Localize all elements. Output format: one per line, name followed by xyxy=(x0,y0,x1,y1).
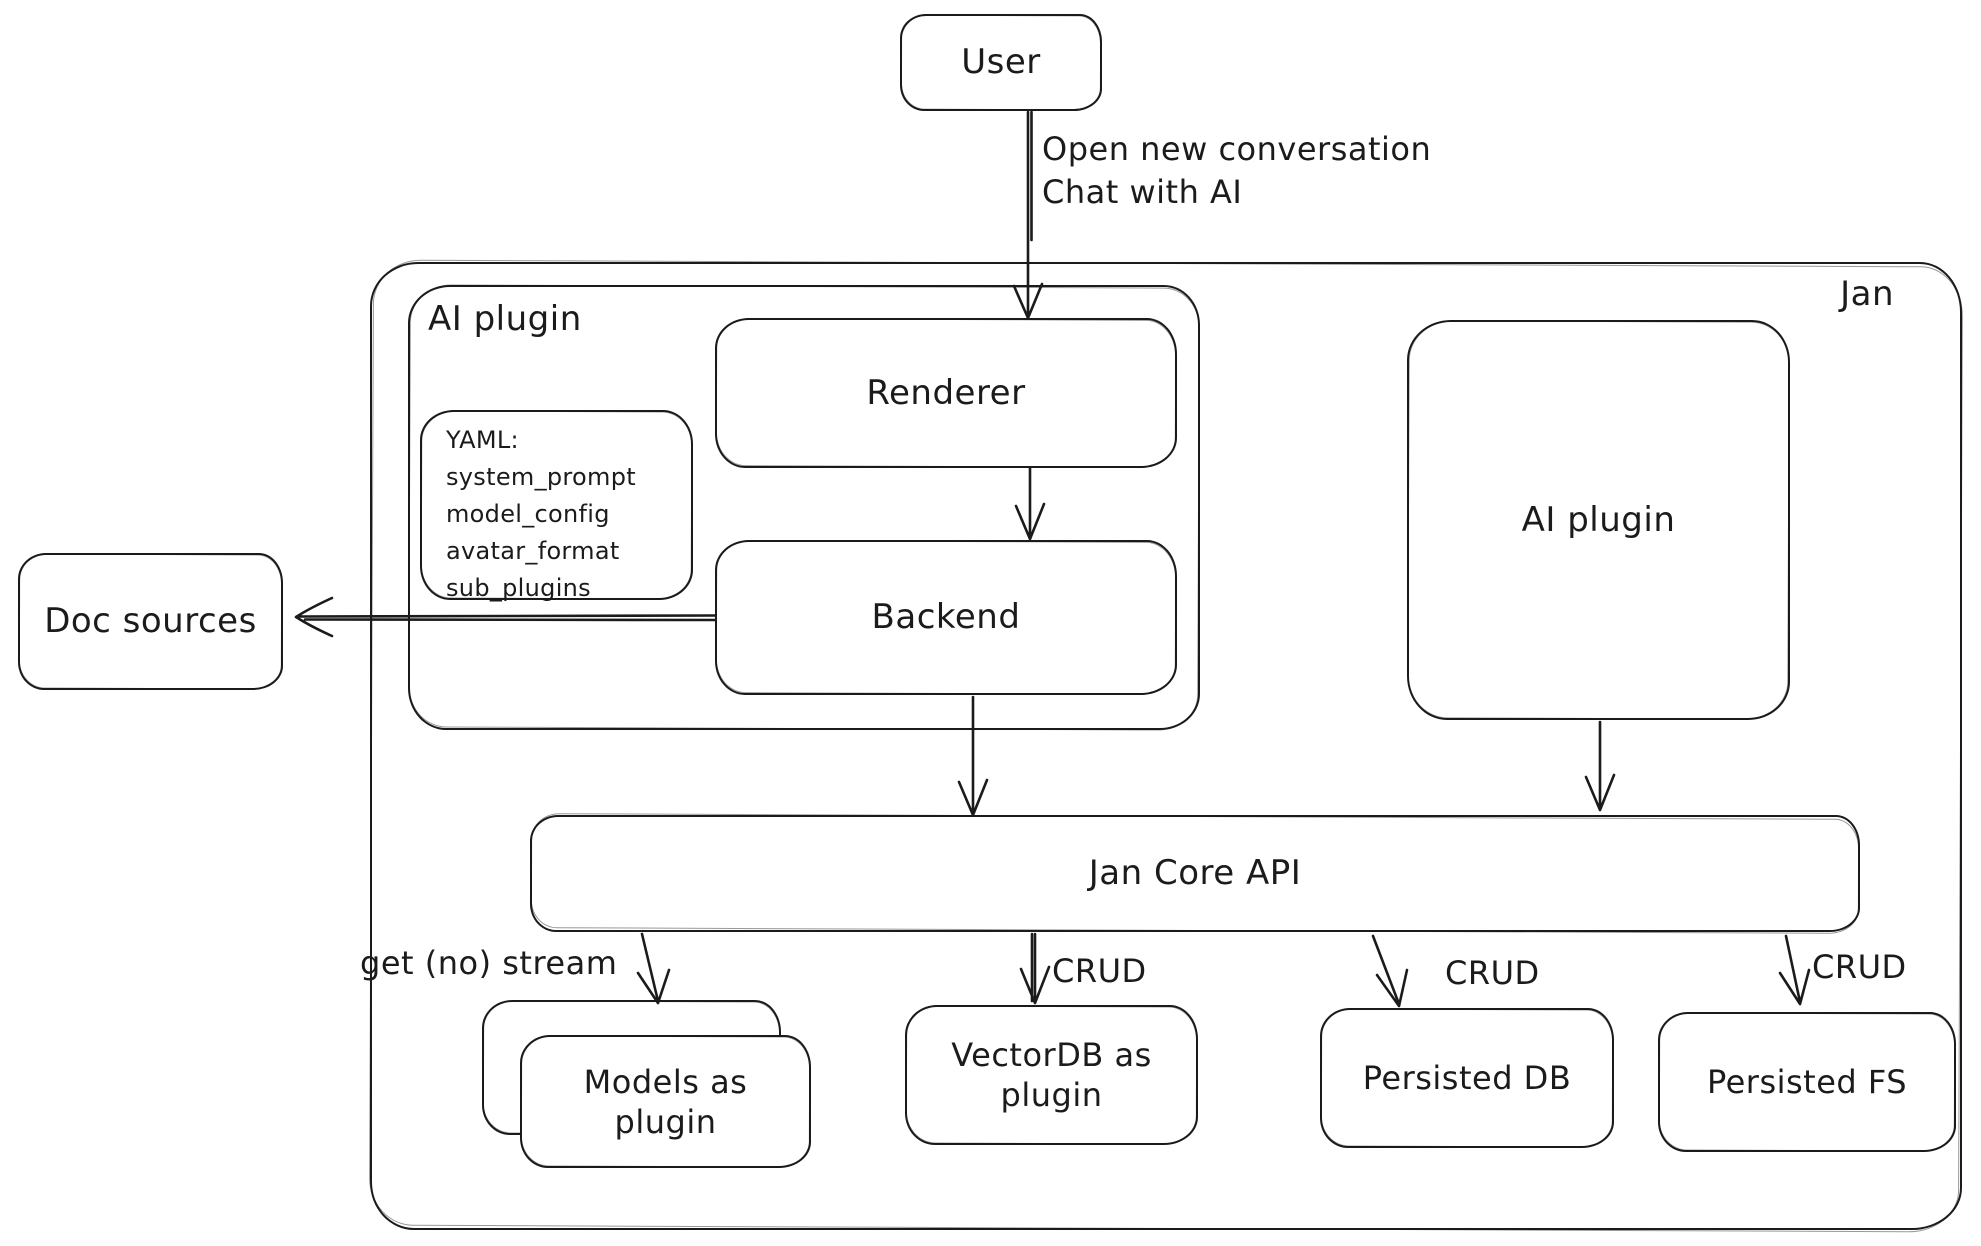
jan-core-api-node: Jan Core API xyxy=(530,815,1860,932)
persisted-fs-node: Persisted FS xyxy=(1658,1012,1956,1152)
doc-sources-node: Doc sources xyxy=(18,553,283,690)
yaml-note-line: model_config xyxy=(446,500,610,528)
yaml-note: YAML: system_prompt model_config avatar_… xyxy=(420,410,693,602)
doc-sources-node-label: Doc sources xyxy=(44,601,257,642)
yaml-note-line: sub_plugins xyxy=(446,574,591,602)
edge-label-user-renderer: Open new conversation Chat with AI xyxy=(1042,128,1431,214)
jan-container-label: Jan xyxy=(1840,274,1894,314)
persisted-db-node-label: Persisted DB xyxy=(1362,1059,1572,1097)
edge-label-user-renderer-line1: Open new conversation xyxy=(1042,130,1432,168)
ai-plugin-right-node: AI plugin xyxy=(1407,320,1790,720)
ai-plugin-right-node-label: AI plugin xyxy=(1521,499,1676,540)
jan-core-api-node-label: Jan Core API xyxy=(1088,853,1302,894)
models-plugin-node-label: Models as plugin xyxy=(583,1062,748,1141)
user-node-label: User xyxy=(961,42,1041,83)
backend-node-label: Backend xyxy=(871,597,1021,638)
vectordb-node: VectorDB as plugin xyxy=(905,1005,1198,1145)
user-node: User xyxy=(900,14,1102,111)
edge-label-crud-vectordb: CRUD xyxy=(1052,952,1147,990)
yaml-note-line: system_prompt xyxy=(446,463,636,491)
edge-label-crud-persisted-db: CRUD xyxy=(1445,954,1540,992)
vectordb-node-label: VectorDB as plugin xyxy=(951,1036,1152,1114)
yaml-note-text: YAML: system_prompt model_config avatar_… xyxy=(446,422,683,607)
renderer-node: Renderer xyxy=(715,318,1177,468)
persisted-fs-node-label: Persisted FS xyxy=(1706,1063,1908,1101)
persisted-db-node: Persisted DB xyxy=(1320,1008,1614,1148)
edge-label-crud-persisted-fs: CRUD xyxy=(1812,948,1907,986)
renderer-node-label: Renderer xyxy=(866,372,1026,413)
edge-label-user-renderer-line2: Chat with AI xyxy=(1042,173,1243,212)
backend-node: Backend xyxy=(715,540,1177,695)
ai-plugin-container-label: AI plugin xyxy=(428,299,582,339)
yaml-note-line: avatar_format xyxy=(446,537,620,565)
yaml-note-title: YAML: xyxy=(446,426,519,454)
models-plugin-node: Models as plugin xyxy=(520,1035,811,1168)
edge-label-get-no-stream: get (no) stream xyxy=(360,944,618,982)
